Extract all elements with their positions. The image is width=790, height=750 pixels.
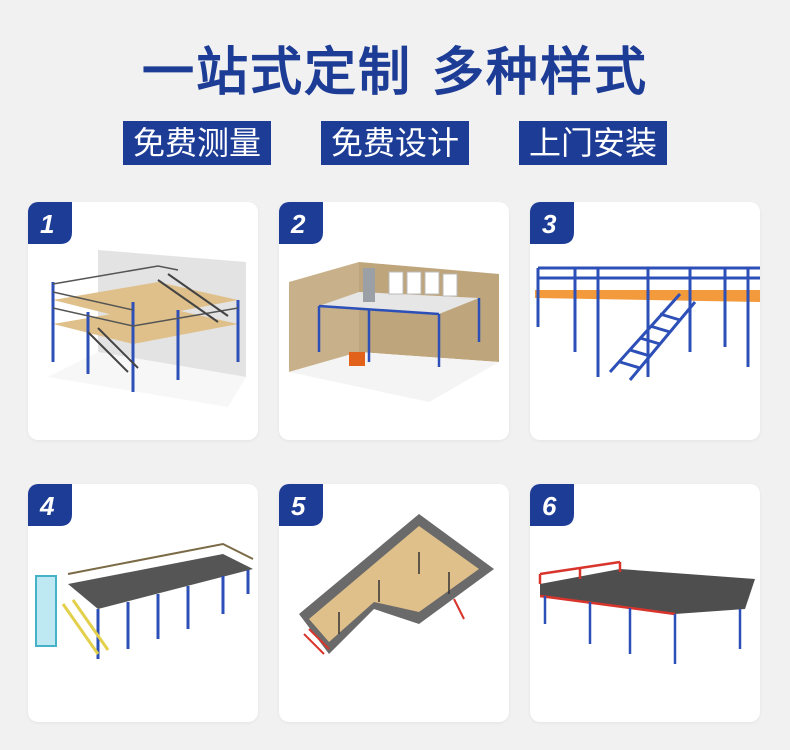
service-badges: 免费测量 免费设计 上门安装 (0, 121, 790, 165)
page-title: 一站式定制 多种样式 (141, 43, 649, 103)
number-badge: 2 (279, 202, 323, 244)
mezzanine-illustration-1 (48, 250, 246, 407)
number-badge: 3 (530, 202, 574, 244)
number-label: 4 (40, 491, 55, 521)
red-rail-steel-platform-illustration (538, 560, 755, 664)
number-label: 5 (291, 491, 306, 521)
number-badge: 6 (530, 484, 574, 526)
style-card-6[interactable]: 6 (530, 484, 760, 722)
number-badge: 5 (279, 484, 323, 526)
l-shaped-mezzanine-illustration (299, 514, 494, 655)
style-card-3[interactable]: 3 (530, 202, 760, 440)
style-card-4[interactable]: 4 (28, 484, 258, 722)
badge-free-measure: 免费测量 (122, 121, 271, 165)
grating-platform-illustration (35, 542, 254, 659)
number-badge: 1 (28, 202, 72, 244)
number-badge: 4 (28, 484, 72, 526)
number-label: 1 (40, 209, 55, 239)
blue-steel-platform-illustration (535, 266, 760, 381)
badge-onsite-install: 上门安装 (519, 121, 668, 165)
style-card-1[interactable]: 1 (28, 202, 258, 440)
style-card-2[interactable]: 2 (279, 202, 509, 440)
badge-free-design: 免费设计 (320, 121, 469, 165)
number-label: 2 (291, 209, 306, 239)
warehouse-mezzanine-illustration (289, 262, 499, 402)
number-label: 6 (542, 491, 557, 521)
style-card-5[interactable]: 5 (279, 484, 509, 722)
number-label: 3 (542, 209, 557, 239)
